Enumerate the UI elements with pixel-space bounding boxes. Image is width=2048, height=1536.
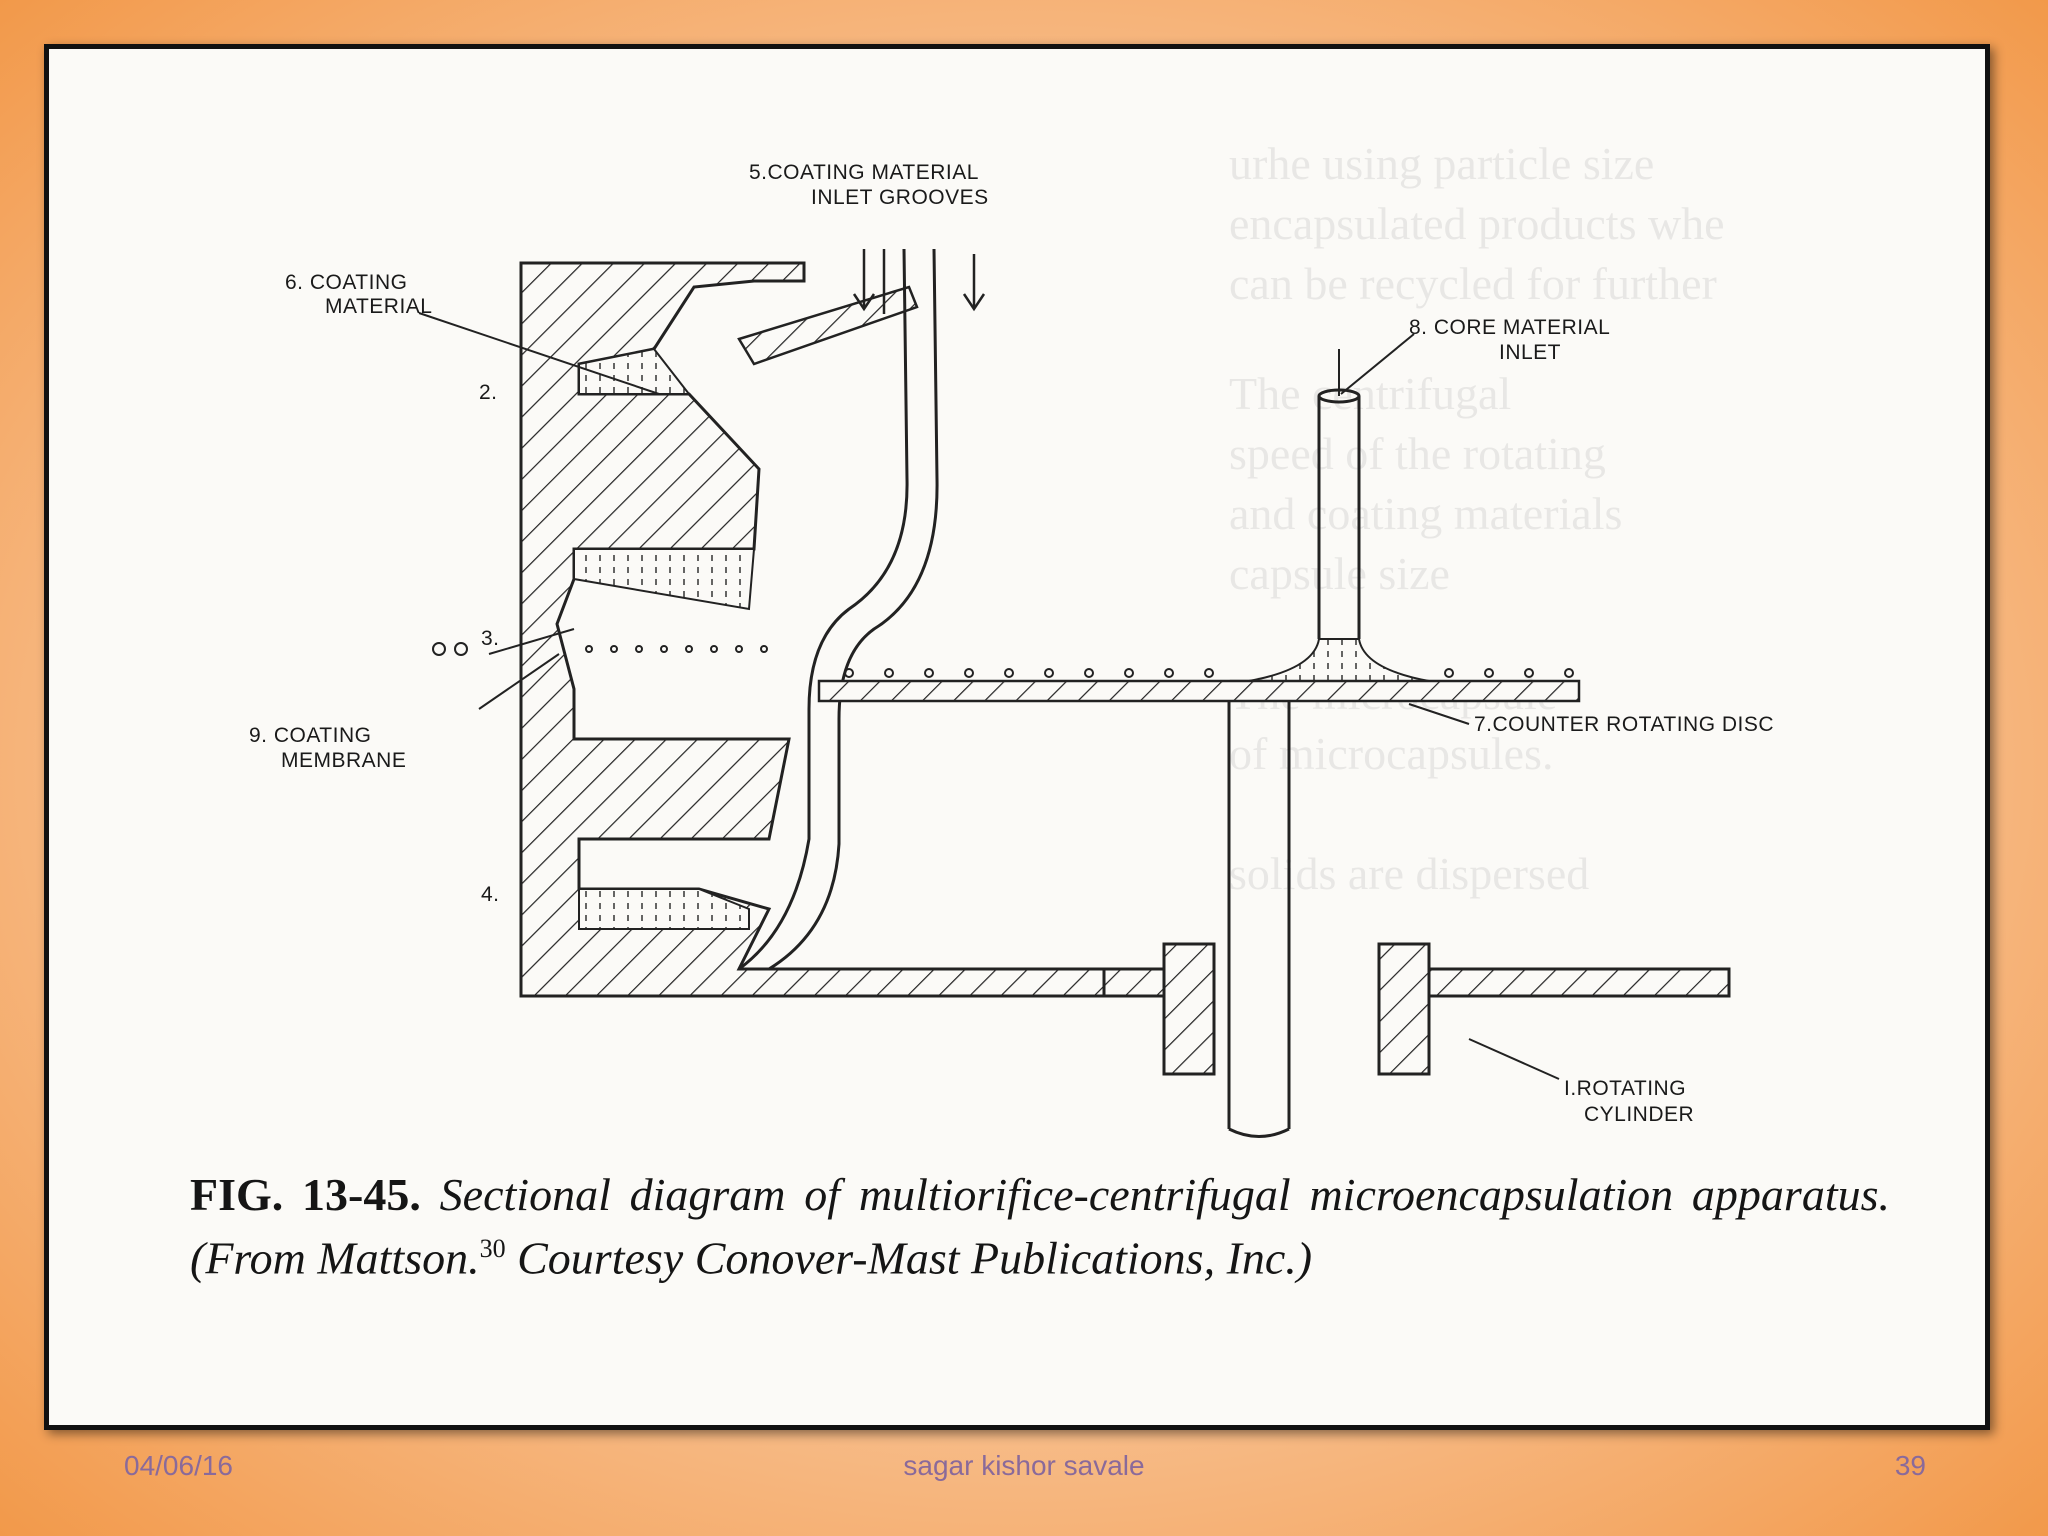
label-core-inlet-line2: INLET <box>1499 341 1561 364</box>
label-coating-inlet-line2: INLET GROOVES <box>811 186 989 209</box>
coating-inlet-groove <box>737 285 919 366</box>
label-rotating-cylinder-line2: CYLINDER <box>1584 1103 1694 1126</box>
svg-text:and coating materials: and coating materials <box>1229 488 1622 539</box>
footer-author: sagar kishor savale <box>903 1450 1145 1481</box>
shaft-flare <box>1248 638 1430 682</box>
label-number-2: 2. <box>479 381 498 404</box>
label-counter-rotating-disc: 7.COUNTER ROTATING DISC <box>1474 713 1774 736</box>
inlet-arrows <box>852 249 986 314</box>
bottom-plate-right <box>1427 967 1731 998</box>
label-rotating-cylinder-line1: I.ROTATING <box>1564 1077 1686 1100</box>
label-number-4: 4. <box>481 883 500 906</box>
label-coating-material-line1: 6. COATING <box>285 271 407 294</box>
figure-caption-text: FIG. 13-45. Sectional diagram of multior… <box>190 1168 1890 1285</box>
caption-text-part2: Courtesy Conover-Mast Publications, Inc.… <box>505 1232 1313 1284</box>
figure-number: FIG. 13-45. <box>190 1169 421 1220</box>
svg-text:of microcapsules.: of microcapsules. <box>1229 728 1553 779</box>
leader-lines <box>418 312 1560 1080</box>
label-coating-inlet-line1: 5.COATING MATERIAL <box>749 161 979 184</box>
bleed-through-text: urhe using particle size encapsulated pr… <box>1229 138 1725 899</box>
svg-text:solids are dispersed: solids are dispersed <box>1229 848 1589 899</box>
slide-image-frame: urhe using particle size encapsulated pr… <box>44 44 1990 1430</box>
label-core-inlet-line1: 8. CORE MATERIAL <box>1409 316 1610 339</box>
rotating-cylinder-wall <box>519 261 1106 998</box>
microencapsulation-apparatus-diagram: urhe using particle size encapsulated pr… <box>249 138 1774 1138</box>
core-material-shaft <box>1317 349 1361 639</box>
label-coating-material-line2: MATERIAL <box>325 295 432 318</box>
microcapsule-droplets <box>432 642 768 656</box>
coating-material-chamber-middle <box>573 548 756 611</box>
svg-text:encapsulated products whe: encapsulated products whe <box>1229 198 1725 249</box>
caption-text-part1: Sectional diagram of multiorifice-centri… <box>190 1169 1890 1284</box>
svg-text:speed of the rotating: speed of the rotating <box>1229 428 1606 479</box>
drive-shaft <box>1227 701 1291 1138</box>
flange-right <box>1377 942 1431 1076</box>
label-coating-membrane-line2: MEMBRANE <box>281 749 406 772</box>
counter-rotating-disc <box>817 679 1581 703</box>
flange-left <box>1162 942 1216 1076</box>
coating-material-chamber-upper <box>578 347 692 395</box>
svg-text:urhe using particle size: urhe using particle size <box>1229 138 1654 189</box>
caption-superscript: 30 <box>479 1234 506 1263</box>
footer-date: 04/06/16 <box>124 1450 233 1481</box>
footer-page-number: 39 <box>1894 1450 1926 1481</box>
svg-text:capsule size: capsule size <box>1229 548 1450 599</box>
svg-text:can be recycled for further: can be recycled for further <box>1229 258 1717 309</box>
coating-feed-tube <box>738 248 909 971</box>
svg-text:The centrifugal: The centrifugal <box>1229 368 1511 419</box>
disc-droplets <box>844 668 1574 678</box>
label-coating-membrane-line1: 9. COATING <box>249 724 371 747</box>
coating-material-chamber-lower <box>578 888 750 930</box>
label-number-3: 3. <box>481 627 500 650</box>
